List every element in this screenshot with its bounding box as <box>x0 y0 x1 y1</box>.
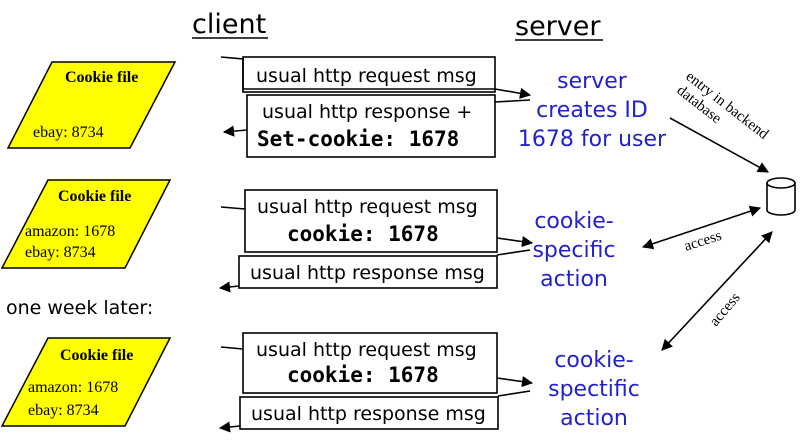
message-4-response: usual http response msg <box>218 249 531 293</box>
message-6-arrow <box>218 421 241 433</box>
message-5-request: usual http request msg cookie: 1678 <box>220 332 534 394</box>
message-3-tail <box>220 206 246 210</box>
server-note-2: cookie- specific action <box>532 209 615 292</box>
server-note-3-line-1: cookie- <box>554 348 633 373</box>
message-2-response: usual http response + Set-cookie: 1678 <box>222 94 531 158</box>
cookie-file-3-entry-1: amazon: 1678 <box>28 379 118 396</box>
message-4-tail <box>496 249 531 256</box>
server-note-1-line-3: 1678 for user <box>518 127 667 152</box>
message-4-box <box>238 255 498 289</box>
message-5-text-line2: cookie: 1678 <box>287 363 439 387</box>
message-5-box <box>242 332 498 394</box>
message-1-box <box>242 56 496 93</box>
cookie-file-1-title: Cookie file <box>65 69 138 86</box>
server-header: server <box>515 11 601 42</box>
access-arrow-2 <box>661 231 773 351</box>
cookie-file-2-entry-1: amazon: 1678 <box>25 223 115 240</box>
message-4-text: usual http response msg <box>250 262 485 284</box>
cookie-file-2-entry-2: ebay: 8734 <box>25 244 96 261</box>
message-5-text-line1: usual http request msg <box>256 339 477 361</box>
client-header: client <box>192 9 266 40</box>
message-3-request: usual http request msg cookie: 1678 <box>220 189 534 253</box>
message-2-tail <box>494 99 531 103</box>
message-1-request: usual http request msg <box>220 56 532 99</box>
server-note-1: server creates ID 1678 for user <box>518 69 667 152</box>
message-5-arrow <box>496 376 534 388</box>
message-4-arrow <box>218 281 240 293</box>
server-note-3-line-2: spectific <box>548 377 640 402</box>
message-6-response: usual http response msg <box>218 390 531 433</box>
message-3-box <box>244 189 498 253</box>
cookie-file-1-entry-1: ebay: 8734 <box>33 124 104 141</box>
cookie-file-3-title: Cookie file <box>60 347 133 364</box>
server-note-1-line-1: server <box>557 69 628 94</box>
message-2-box <box>246 94 496 158</box>
cookie-file-1-shape <box>6 61 177 149</box>
message-2-arrow <box>222 125 248 137</box>
server-note-2-line-1: cookie- <box>534 209 613 234</box>
message-3-text-line1: usual http request msg <box>257 196 478 218</box>
cookie-file-1: Cookie file ebay: 8734 <box>6 61 177 149</box>
message-1-text: usual http request msg <box>256 65 477 87</box>
cookie-file-3-entry-2: ebay: 8734 <box>28 402 99 419</box>
server-note-1-line-2: creates ID <box>536 98 648 123</box>
message-1-arrow <box>220 56 532 99</box>
message-5-tail <box>220 346 244 350</box>
message-6-box <box>239 396 499 430</box>
message-2-text-line2: Set-cookie: 1678 <box>257 127 459 151</box>
cookie-file-3: Cookie file amazon: 1678 ebay: 8734 <box>0 337 172 427</box>
database-icon <box>766 177 796 216</box>
cookie-file-2: Cookie file amazon: 1678 ebay: 8734 <box>0 179 172 269</box>
server-note-3-line-3: action <box>560 406 628 431</box>
cookie-file-2-title: Cookie file <box>58 188 131 205</box>
backend-entry-label: entry in backend database <box>674 69 772 143</box>
cookie-file-2-shape <box>0 179 172 269</box>
server-note-3: cookie- spectific action <box>548 348 640 431</box>
message-6-text: usual http response msg <box>251 403 486 425</box>
message-3-arrow <box>496 236 534 248</box>
message-6-tail <box>497 390 531 397</box>
server-note-2-line-3: action <box>540 267 608 292</box>
server-note-2-line-2: specific <box>532 238 615 263</box>
one-week-later-label: one week later: <box>6 297 153 319</box>
cookie-file-3-shape <box>0 337 172 427</box>
message-2-text-line1: usual http response + <box>262 101 472 123</box>
message-3-text-line2: cookie: 1678 <box>287 222 439 246</box>
backend-entry-arrow <box>669 117 769 173</box>
